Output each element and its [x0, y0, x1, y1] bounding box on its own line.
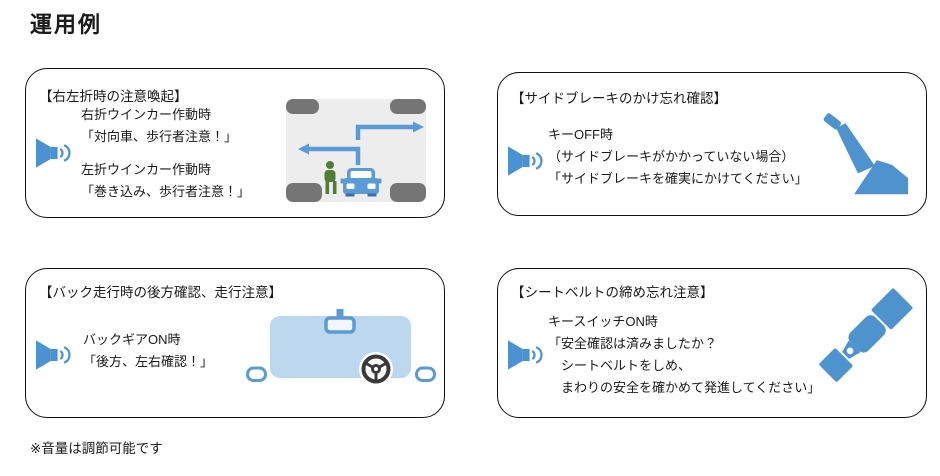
card-reverse-text: バックギアON時 「後方、左右確認！」 [83, 329, 213, 373]
speaker-icon [36, 339, 74, 371]
card-seatbelt-heading: 【シートベルトの締め忘れ注意】 [511, 285, 714, 300]
card-turn-text: 右折ウインカー作動時 「対向車、歩行者注意！」 左折ウインカー作動時 「巻き込み… [81, 104, 250, 203]
card-seatbelt-warning: 【シートベルトの締め忘れ注意】 キースイッチON時 「安全確認は済みましたか？ … [497, 268, 927, 418]
card-brake-text: キーOFF時 （サイドブレーキがかかっていない場合） 「サイドブレーキを確実にか… [548, 124, 808, 190]
steering-wheel [359, 352, 393, 386]
seatbelt-illustration [819, 288, 913, 382]
card-seatbelt-text: キースイッチON時 「安全確認は済みましたか？ シートベルトをしめ、 まわりの安… [548, 311, 820, 399]
card-turn-heading: 【右左折時の注意喚起】 [39, 89, 188, 104]
announcement-message: シートベルトをしめ、 [561, 358, 692, 373]
handbrake-illustration [823, 113, 909, 195]
announcement-condition: （サイドブレーキがかかっていない場合） [548, 149, 795, 164]
card-brake-heading: 【サイドブレーキのかけ忘れ確認】 [511, 91, 727, 106]
card-reverse-heading: 【バック走行時の後方確認、走行注意】 [39, 285, 282, 300]
announcement-trigger: キーOFF時 [548, 127, 613, 142]
announcement-trigger: キースイッチON時 [548, 314, 658, 329]
announcement-message: 「サイドブレーキを確実にかけてください」 [548, 171, 808, 186]
speaker-icon [508, 145, 546, 177]
announcement-trigger: 右折ウインカー作動時 [81, 107, 212, 122]
card-reverse-warning: 【バック走行時の後方確認、走行注意】 バックギアON時 「後方、左右確認！」 [25, 268, 445, 418]
car-figure [340, 168, 382, 197]
speaker-icon [36, 137, 74, 169]
announcement-message: 「安全確認は済みましたか？ [548, 336, 718, 351]
announcement-message: まわりの安全を確かめて発進してください」 [561, 380, 821, 395]
pedestrian-figure [324, 161, 337, 194]
announcement-message: 「対向車、歩行者注意！」 [81, 129, 238, 144]
left-turn-arrow [298, 143, 361, 165]
intersection-illustration [286, 99, 426, 202]
volume-footnote: ※音量は調節可能です [30, 441, 163, 456]
announcement-message: 「巻き込み、歩行者注意！」 [81, 184, 251, 199]
rear-view-illustration [246, 309, 436, 386]
announcement-trigger: 左折ウインカー作動時 [81, 162, 212, 177]
speaker-icon [508, 339, 546, 371]
side-mirror-right [415, 366, 436, 382]
announcement-message: 「後方、左右確認！」 [83, 354, 214, 369]
card-turn-alert: 【右左折時の注意喚起】 右折ウインカー作動時 「対向車、歩行者注意！」 左折ウイ… [25, 68, 445, 218]
card-parking-brake: 【サイドブレーキのかけ忘れ確認】 キーOFF時 （サイドブレーキがかかっていない… [497, 72, 927, 216]
rearview-mirror [324, 309, 356, 334]
side-mirror-left [246, 366, 267, 382]
right-turn-arrow [355, 121, 424, 140]
page-title: 運用例 [30, 12, 103, 37]
announcement-trigger: バックギアON時 [83, 332, 181, 347]
